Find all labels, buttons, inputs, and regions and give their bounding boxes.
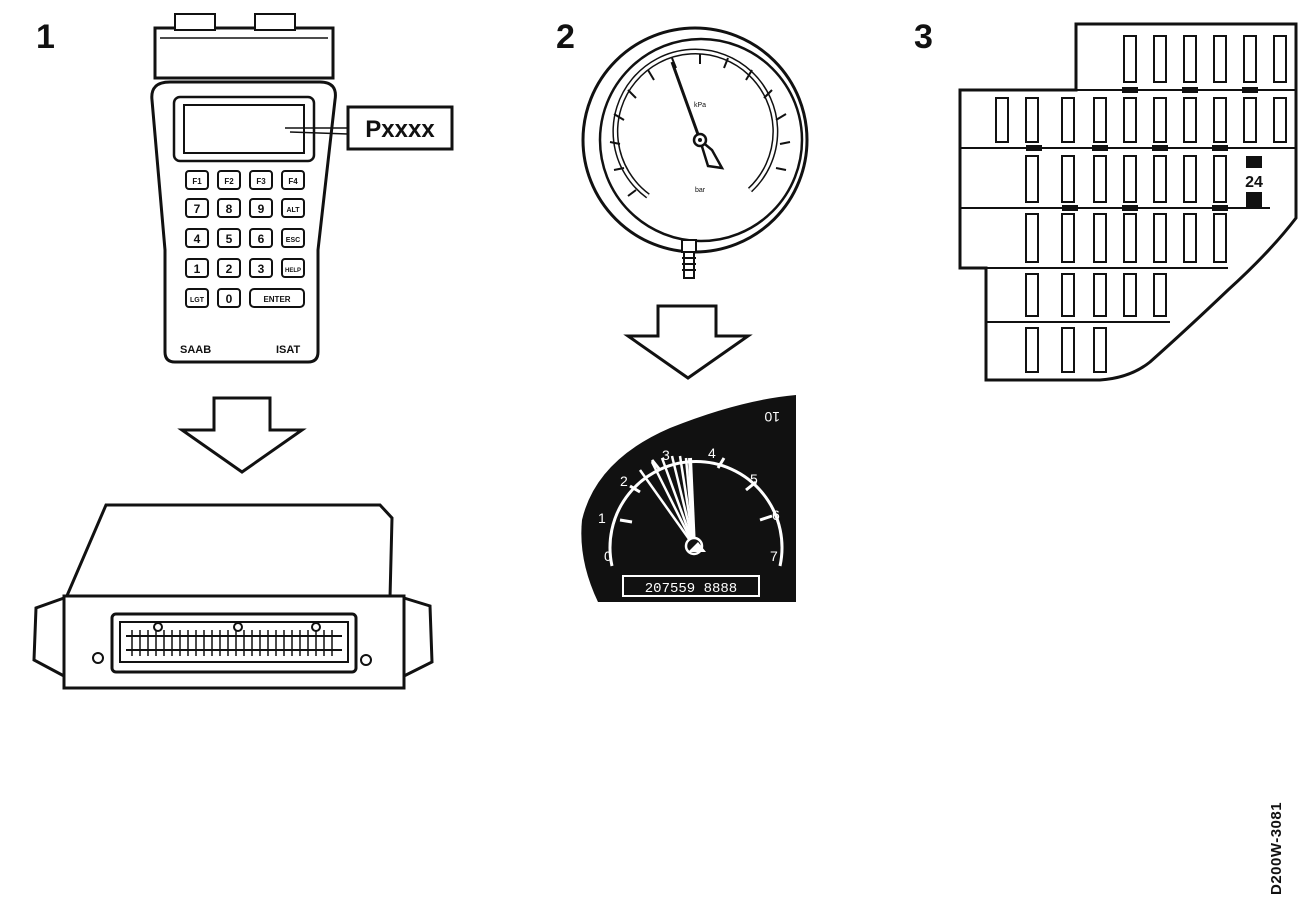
tach-scale-label: 0 [604, 548, 612, 564]
highlighted-fuse-label: 24 [1245, 174, 1263, 191]
tach-scale-label: 1 [598, 510, 606, 526]
key-label: F2 [224, 177, 234, 186]
tach-scale-label: 4 [708, 445, 716, 461]
key-label: F1 [192, 177, 202, 186]
diagnostic-tester: Pxxxx F1 F2 F3 F4 7 8 9 ALT 4 5 6 [150, 13, 454, 364]
tach-corner-label: 10 [764, 409, 780, 425]
tester-brand-label: SAAB [180, 344, 211, 356]
fuse-box: 24 [958, 22, 1298, 382]
step-number-2: 2 [556, 18, 575, 56]
tach-scale-label: 5 [750, 471, 758, 487]
fuse-clips [1026, 87, 1258, 211]
tach-scale-label: 6 [772, 507, 780, 523]
key-label: ALT [286, 207, 300, 214]
key-label: F3 [256, 177, 266, 186]
key-label: 3 [258, 262, 265, 276]
key-label: 2 [226, 262, 233, 276]
vacuum-gauge: kPa bar [581, 26, 809, 279]
gauge-unit-bottom: bar [695, 187, 706, 194]
tester-model-label: ISAT [276, 344, 301, 356]
key-label: 4 [194, 232, 201, 246]
arrow-down-icon [623, 304, 753, 380]
step-number-3: 3 [914, 18, 933, 56]
code-callout-text: Pxxxx [365, 116, 435, 143]
key-label: F4 [288, 177, 298, 186]
key-label: HELP [285, 268, 301, 274]
key-label: 5 [226, 232, 233, 246]
step-number-1: 1 [36, 18, 55, 56]
code-callout-box [346, 105, 454, 151]
arrow-down-icon [177, 396, 307, 474]
tachometer: 0 1 2 3 4 5 6 7 10 207559 8888 [581, 395, 796, 602]
key-label: 7 [194, 202, 201, 216]
tach-scale-label: 2 [620, 473, 628, 489]
key-label: ESC [286, 237, 300, 244]
control-unit [32, 503, 434, 690]
gauge-unit-top: kPa [694, 102, 706, 109]
odometer-readout: 207559 8888 [645, 581, 737, 597]
tester-keypad: F1 F2 F3 F4 7 8 9 ALT 4 5 6 ESC 1 2 [185, 170, 305, 308]
key-label: 1 [194, 262, 201, 276]
highlighted-fuse-bottom [1246, 192, 1262, 208]
key-label: LGT [190, 297, 205, 304]
key-label: 9 [258, 202, 265, 216]
tach-scale-label: 3 [662, 447, 670, 463]
key-label: 6 [258, 232, 265, 246]
figure-code: D200W-3081 [1268, 801, 1285, 895]
tach-scale-label: 7 [770, 548, 778, 564]
key-label: 0 [226, 292, 233, 306]
key-label: 8 [226, 202, 233, 216]
highlighted-fuse-top [1246, 156, 1262, 168]
key-label: ENTER [263, 295, 290, 304]
fuse-slots [995, 35, 1287, 373]
